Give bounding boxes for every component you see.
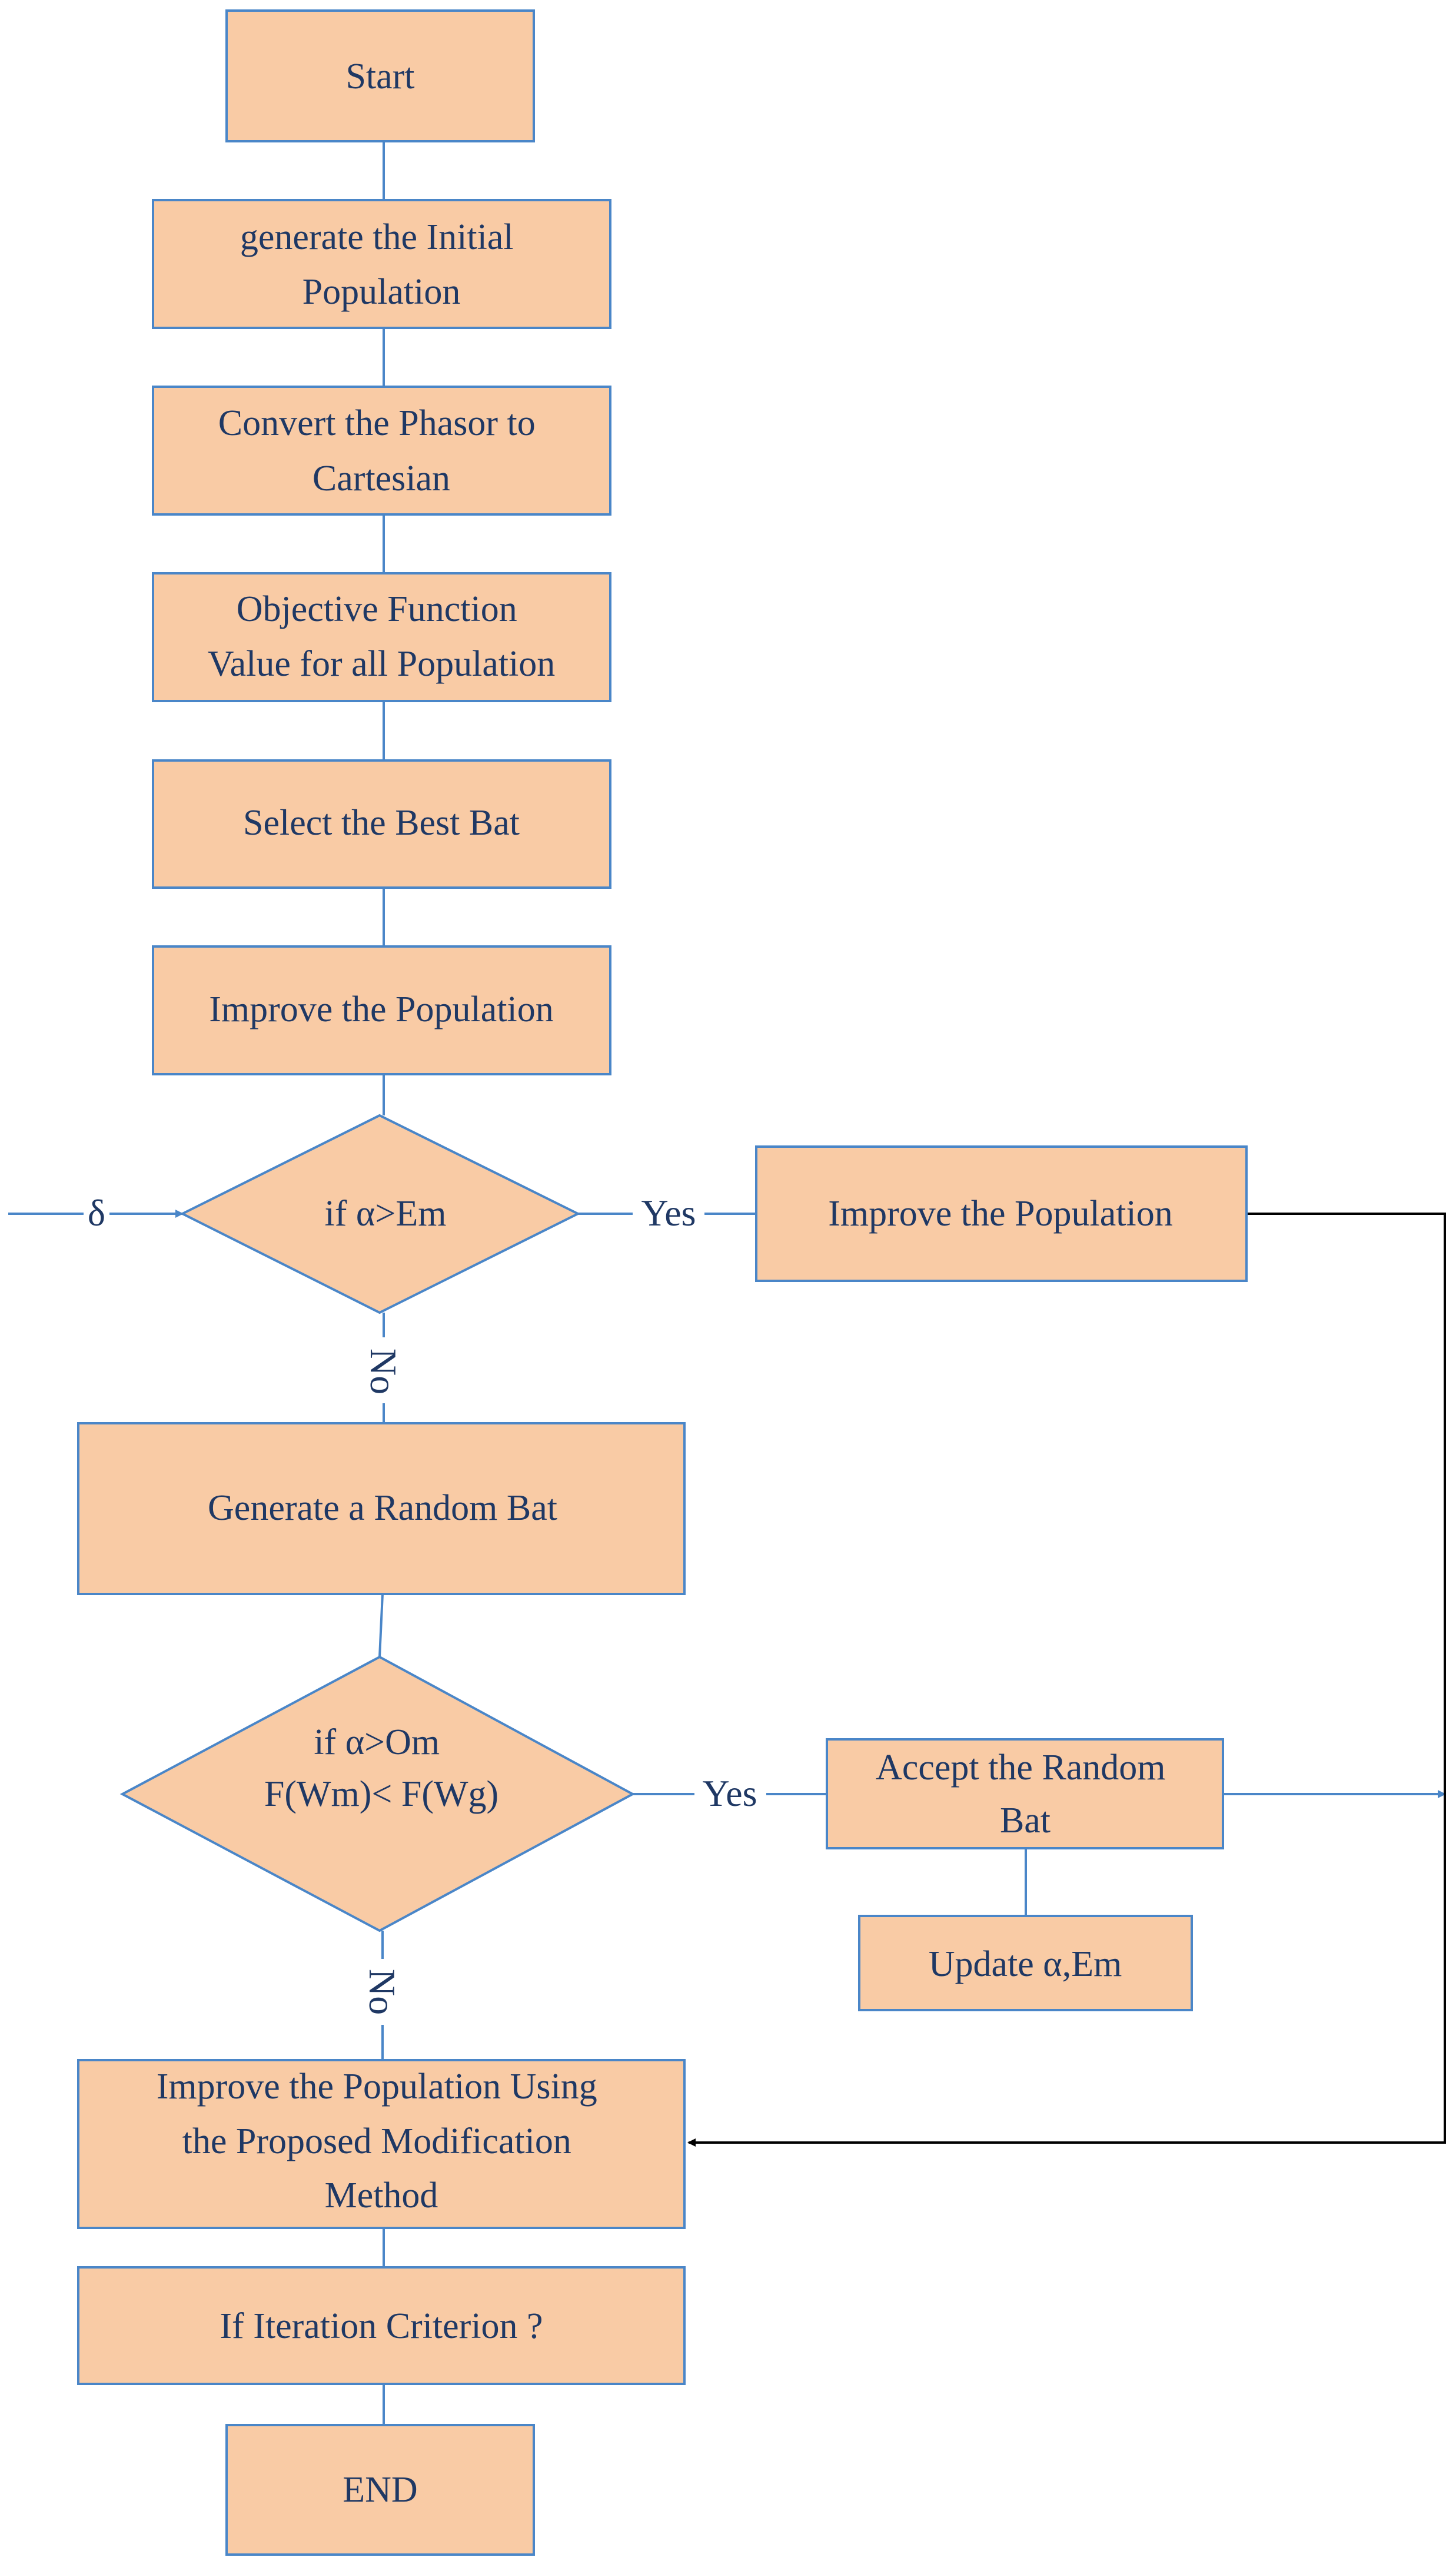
svg-text:No: No xyxy=(363,1349,404,1394)
node-start: Start xyxy=(225,9,535,142)
connectors xyxy=(8,141,1446,2425)
node-improve-modification: Improve the Population Using the Propose… xyxy=(77,2059,686,2229)
node-convert-phasor-line-2: Cartesian xyxy=(313,459,450,499)
edge-label-no-1: No xyxy=(363,1337,404,1403)
svg-text:Objective Function Value: Objective Function Value for all Populat… xyxy=(208,589,556,684)
edge-label-yes-1: Yes xyxy=(633,1192,704,1234)
svg-text:If Iteration Criterion ?: If Iteration Criterion ? xyxy=(220,2306,543,2346)
svg-text:Start: Start xyxy=(345,57,414,97)
node-improve-population-1-label: Improve the Population xyxy=(209,989,553,1029)
node-random-bat: Generate a Random Bat xyxy=(77,1422,686,1595)
node-accept-random-bat: Accept the Random Bat xyxy=(826,1738,1224,1849)
svg-text:No: No xyxy=(361,1969,403,2015)
node-improve-modification-line-1: Improve the Population Using xyxy=(157,2067,597,2107)
node-improve-population-1: Improve the Population xyxy=(152,945,611,1075)
node-select-best-bat-label: Select the Best Bat xyxy=(243,803,520,843)
node-start-label: Start xyxy=(345,57,414,97)
svg-text:Yes: Yes xyxy=(702,1772,757,1814)
svg-text:Improve the Population: Improve the Population xyxy=(828,1194,1172,1234)
node-update-alpha-em-label: Update α,Em xyxy=(929,1944,1122,1984)
edge-label-no-2: No xyxy=(361,1959,403,2025)
connector-random-decision2 xyxy=(378,1593,384,1658)
node-improve-population-2-label: Improve the Population xyxy=(828,1194,1172,1234)
svg-text:Generate a Random Bat: Generate a Random Bat xyxy=(208,1488,557,1528)
node-update-alpha-em: Update α,Em xyxy=(858,1915,1193,2011)
svg-text:Update α,Em: Update α,Em xyxy=(929,1944,1122,1984)
node-iteration-criterion-label: If Iteration Criterion ? xyxy=(220,2306,543,2346)
edge-label-yes-2: Yes xyxy=(694,1772,766,1814)
svg-text:if α>Em: if α>Em xyxy=(325,1194,447,1234)
svg-text:END: END xyxy=(343,2470,417,2510)
svg-text:Convert the Phasor to Ca: Convert the Phasor to Cartesian xyxy=(218,403,545,499)
node-random-bat-label: Generate a Random Bat xyxy=(208,1488,557,1528)
node-improve-population-2: Improve the Population xyxy=(755,1145,1248,1282)
decision-alpha-em-label: if α>Em xyxy=(325,1194,447,1234)
decision-alpha-om-line-2: F(Wm)< F(Wg) xyxy=(264,1774,498,1814)
svg-text:δ: δ xyxy=(88,1192,105,1234)
node-objective-value: Objective Function Value for all Populat… xyxy=(152,572,611,702)
return-path-arrow xyxy=(687,1213,1446,2147)
node-iteration-criterion: If Iteration Criterion ? xyxy=(77,2266,686,2385)
svg-text:if α>Om F(Wm)< F(Wg): if α>Om F(Wm)< F(Wg) xyxy=(264,1722,498,1814)
node-objective-value-line-1: Objective Function xyxy=(237,589,517,629)
node-convert-phasor: Convert the Phasor to Cartesian xyxy=(152,386,611,516)
node-init-population-line-1: generate the Initial xyxy=(240,217,514,257)
node-objective-value-line-2: Value for all Population xyxy=(208,644,556,684)
svg-text:Accept the Random Bat: Accept the Random Bat xyxy=(876,1748,1175,1841)
decision-alpha-om-line-1: if α>Om xyxy=(314,1722,440,1762)
svg-text:generate the Initial Pop: generate the Initial Population xyxy=(240,217,523,312)
node-init-population: generate the Initial Population xyxy=(152,199,611,329)
edge-label-delta: δ xyxy=(84,1192,109,1234)
node-select-best-bat: Select the Best Bat xyxy=(152,759,611,889)
svg-text:Improve the Population: Improve the Population xyxy=(209,989,553,1029)
node-accept-random-bat-line-2: Bat xyxy=(1000,1801,1051,1841)
node-end: END xyxy=(225,2424,535,2556)
node-improve-modification-line-3: Method xyxy=(325,2176,438,2216)
node-improve-modification-line-2: the Proposed Modification xyxy=(182,2121,571,2161)
decision-alpha-em: if α>Em xyxy=(179,1114,581,1314)
node-accept-random-bat-line-1: Accept the Random xyxy=(876,1748,1165,1788)
node-end-label: END xyxy=(343,2470,417,2510)
decision-alpha-om: if α>Om F(Wm)< F(Wg) xyxy=(119,1655,636,1932)
svg-text:Select the Best Bat: Select the Best Bat xyxy=(243,803,520,843)
node-convert-phasor-line-1: Convert the Phasor to xyxy=(218,403,536,443)
svg-text:Yes: Yes xyxy=(641,1192,696,1234)
node-init-population-line-2: Population xyxy=(302,272,461,312)
svg-text:Improve the Population Using: Improve the Population Using the Propose… xyxy=(157,2067,607,2216)
